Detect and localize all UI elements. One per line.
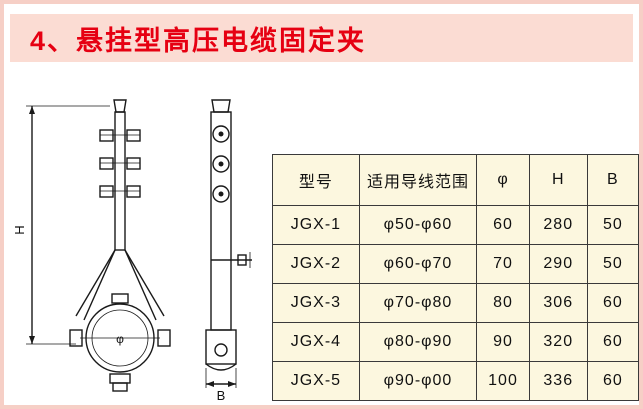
cell-range: φ60-φ70 xyxy=(358,244,478,284)
cell-h: 290 xyxy=(528,244,588,284)
front-view: φ xyxy=(69,99,171,392)
cell-b: 60 xyxy=(586,322,640,362)
cell-model: JGX-4 xyxy=(272,322,360,362)
cell-b: 50 xyxy=(586,205,640,245)
col-header-model: 型号 xyxy=(272,154,360,206)
cell-phi: 70 xyxy=(476,244,530,284)
cell-range: φ80-φ90 xyxy=(358,322,478,362)
col-header-phi: φ xyxy=(476,154,530,206)
cell-phi: 80 xyxy=(476,283,530,323)
cell-range: φ90-φ00 xyxy=(358,361,478,401)
phi-mark: φ xyxy=(116,332,124,346)
cell-model: JGX-3 xyxy=(272,283,360,323)
page-title: 4、悬挂型高压电缆固定夹 xyxy=(30,25,367,56)
table-row: JGX-5 φ90-φ00 100 336 60 xyxy=(272,361,640,401)
cell-phi: 100 xyxy=(476,361,530,401)
technical-drawing: H xyxy=(14,92,266,404)
cell-model: JGX-5 xyxy=(272,361,360,401)
stem-bolts xyxy=(99,129,141,198)
cell-phi: 60 xyxy=(476,205,530,245)
table-header-row: 型号 适用导线范围 φ H B xyxy=(272,154,640,206)
spec-table: 型号 适用导线范围 φ H B JGX-1 φ50-φ60 60 280 50 … xyxy=(272,154,640,401)
col-header-range: 适用导线范围 xyxy=(358,154,478,206)
title-bar: 4、悬挂型高压电缆固定夹 xyxy=(10,14,633,62)
dim-label-b: B xyxy=(217,388,226,403)
dim-h xyxy=(26,105,110,345)
cell-h: 320 xyxy=(528,322,588,362)
cell-h: 280 xyxy=(528,205,588,245)
table-row: JGX-4 φ80-φ90 90 320 60 xyxy=(272,322,640,362)
clamp-drawing-svg: H xyxy=(14,99,252,403)
cell-h: 336 xyxy=(528,361,588,401)
col-header-b: B xyxy=(586,154,640,206)
cell-h: 306 xyxy=(528,283,588,323)
cell-b: 60 xyxy=(586,283,640,323)
table-row: JGX-3 φ70-φ80 80 306 60 xyxy=(272,283,640,323)
dim-label-h: H xyxy=(14,225,27,234)
col-header-h: H xyxy=(528,154,588,206)
cell-b: 50 xyxy=(586,244,640,284)
dim-b xyxy=(205,368,237,388)
cell-range: φ70-φ80 xyxy=(358,283,478,323)
cell-range: φ50-φ60 xyxy=(358,205,478,245)
table-row: JGX-2 φ60-φ70 70 290 50 xyxy=(272,244,640,284)
cell-model: JGX-1 xyxy=(272,205,360,245)
cell-phi: 90 xyxy=(476,322,530,362)
cell-b: 60 xyxy=(586,361,640,401)
table-row: JGX-1 φ50-φ60 60 280 50 xyxy=(272,205,640,245)
side-view xyxy=(205,99,252,371)
cell-model: JGX-2 xyxy=(272,244,360,284)
